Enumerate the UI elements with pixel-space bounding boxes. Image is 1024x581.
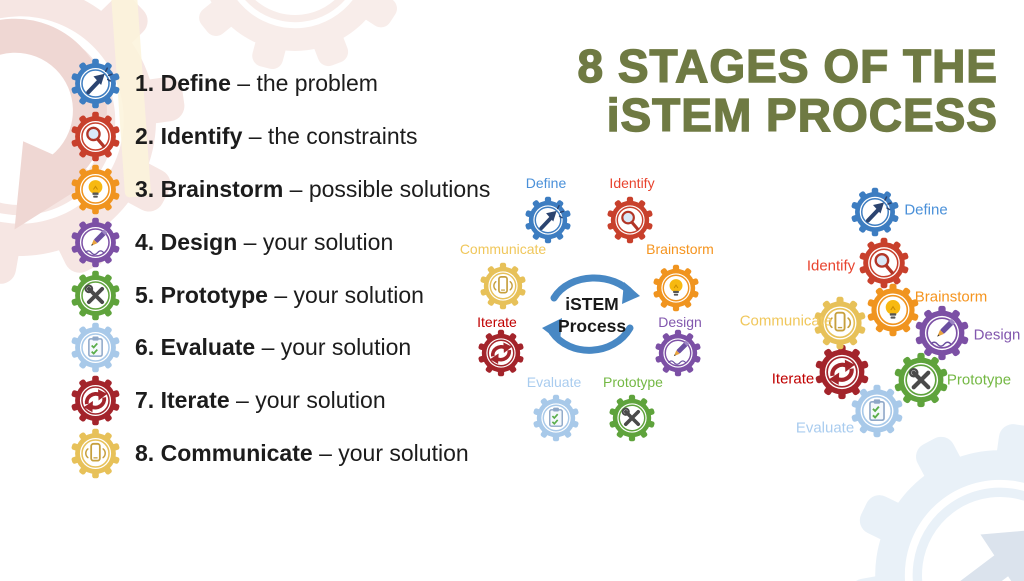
cluster-label-iterate: Iterate xyxy=(771,370,815,388)
clipboard-icon xyxy=(870,399,884,420)
cluster-label-define: Define xyxy=(904,201,948,219)
stage-text: 7. Iterate – your solution xyxy=(135,387,386,414)
gear-icon xyxy=(654,329,702,377)
cycle-label-define: Define xyxy=(525,175,567,191)
list-item-brainstorm: 3. Brainstorm – possible solutions xyxy=(70,163,490,216)
cluster-label-identify: Identify xyxy=(806,257,856,275)
gear-icon xyxy=(532,394,580,442)
clipboard-icon xyxy=(550,408,562,426)
stage-text: 2. Identify – the constraints xyxy=(135,122,418,149)
cycle-label-evaluate: Evaluate xyxy=(526,374,582,390)
cycle-label-iterate: Iterate xyxy=(477,314,517,330)
stage-list: 1. Define – the problem 2. Identify – th… xyxy=(70,57,490,480)
gear-icon xyxy=(70,164,121,215)
gear-icon xyxy=(858,237,910,289)
gear-icon xyxy=(70,375,121,426)
cycle-arrows-icon xyxy=(542,274,640,354)
gear-icon xyxy=(70,428,121,479)
cluster-label-evaluate: Evaluate xyxy=(795,419,855,437)
list-item-design: 4. Design – your solution xyxy=(70,216,490,269)
list-item-prototype: 5. Prototype – your solution xyxy=(70,269,490,322)
cycle-label-brainstorm: Brainstorm xyxy=(646,241,714,257)
gear-icon xyxy=(866,283,920,337)
cycle-center-line-1: iSTEM xyxy=(565,294,619,315)
watermark-gear-blue xyxy=(824,399,1024,581)
list-item-iterate: 7. Iterate – your solution xyxy=(70,374,490,427)
page-title: 8 STAGES OF THE iSTEM PROCESS xyxy=(577,40,998,142)
cluster-label-brainstorm: Brainstorm xyxy=(914,288,988,306)
cycle-label-identify: Identify xyxy=(609,175,655,191)
stage-text: 8. Communicate – your solution xyxy=(135,440,469,467)
gear-icon xyxy=(652,264,700,312)
gear-icon xyxy=(70,322,121,373)
cycle-center-line-2: Process xyxy=(557,316,627,336)
stage-text: 6. Evaluate – your solution xyxy=(135,334,412,361)
cluster-label-communicate: Communicate xyxy=(739,312,833,330)
list-item-communicate: 8. Communicate – your solution xyxy=(70,427,490,480)
gear-icon xyxy=(814,344,870,400)
gear-icon xyxy=(606,196,654,244)
title-line-1: 8 STAGES OF THE xyxy=(577,40,998,92)
stage-text: 4. Design – your solution xyxy=(135,228,394,255)
gear-icon xyxy=(524,196,572,244)
gear-icon xyxy=(479,262,527,310)
gear-icon xyxy=(70,270,121,321)
list-item-identify: 2. Identify – the constraints xyxy=(70,110,490,163)
stage-text: 5. Prototype – your solution xyxy=(135,281,424,308)
gear-icon xyxy=(70,217,121,268)
list-item-evaluate: 6. Evaluate – your solution xyxy=(70,321,490,374)
title-line-2: iSTEM PROCESS xyxy=(606,89,998,142)
gear-icon xyxy=(70,111,121,162)
gear-icon xyxy=(477,329,525,377)
clipboard-icon xyxy=(89,337,102,357)
gear-icon xyxy=(70,58,121,109)
cycle-label-communicate: Communicate xyxy=(459,241,547,257)
cluster-label-design: Design xyxy=(973,326,1021,344)
cycle-label-design: Design xyxy=(658,314,702,330)
gear-icon xyxy=(850,187,900,237)
stage-text: 3. Brainstorm – possible solutions xyxy=(135,175,491,202)
cluster-label-prototype: Prototype xyxy=(946,371,1012,389)
gear-icon xyxy=(608,394,656,442)
cycle-center-label: iSTEM Process xyxy=(558,294,626,338)
stage-text: 1. Define – the problem xyxy=(135,69,378,96)
cycle-label-prototype: Prototype xyxy=(603,374,663,390)
list-item-define: 1. Define – the problem xyxy=(70,57,490,110)
